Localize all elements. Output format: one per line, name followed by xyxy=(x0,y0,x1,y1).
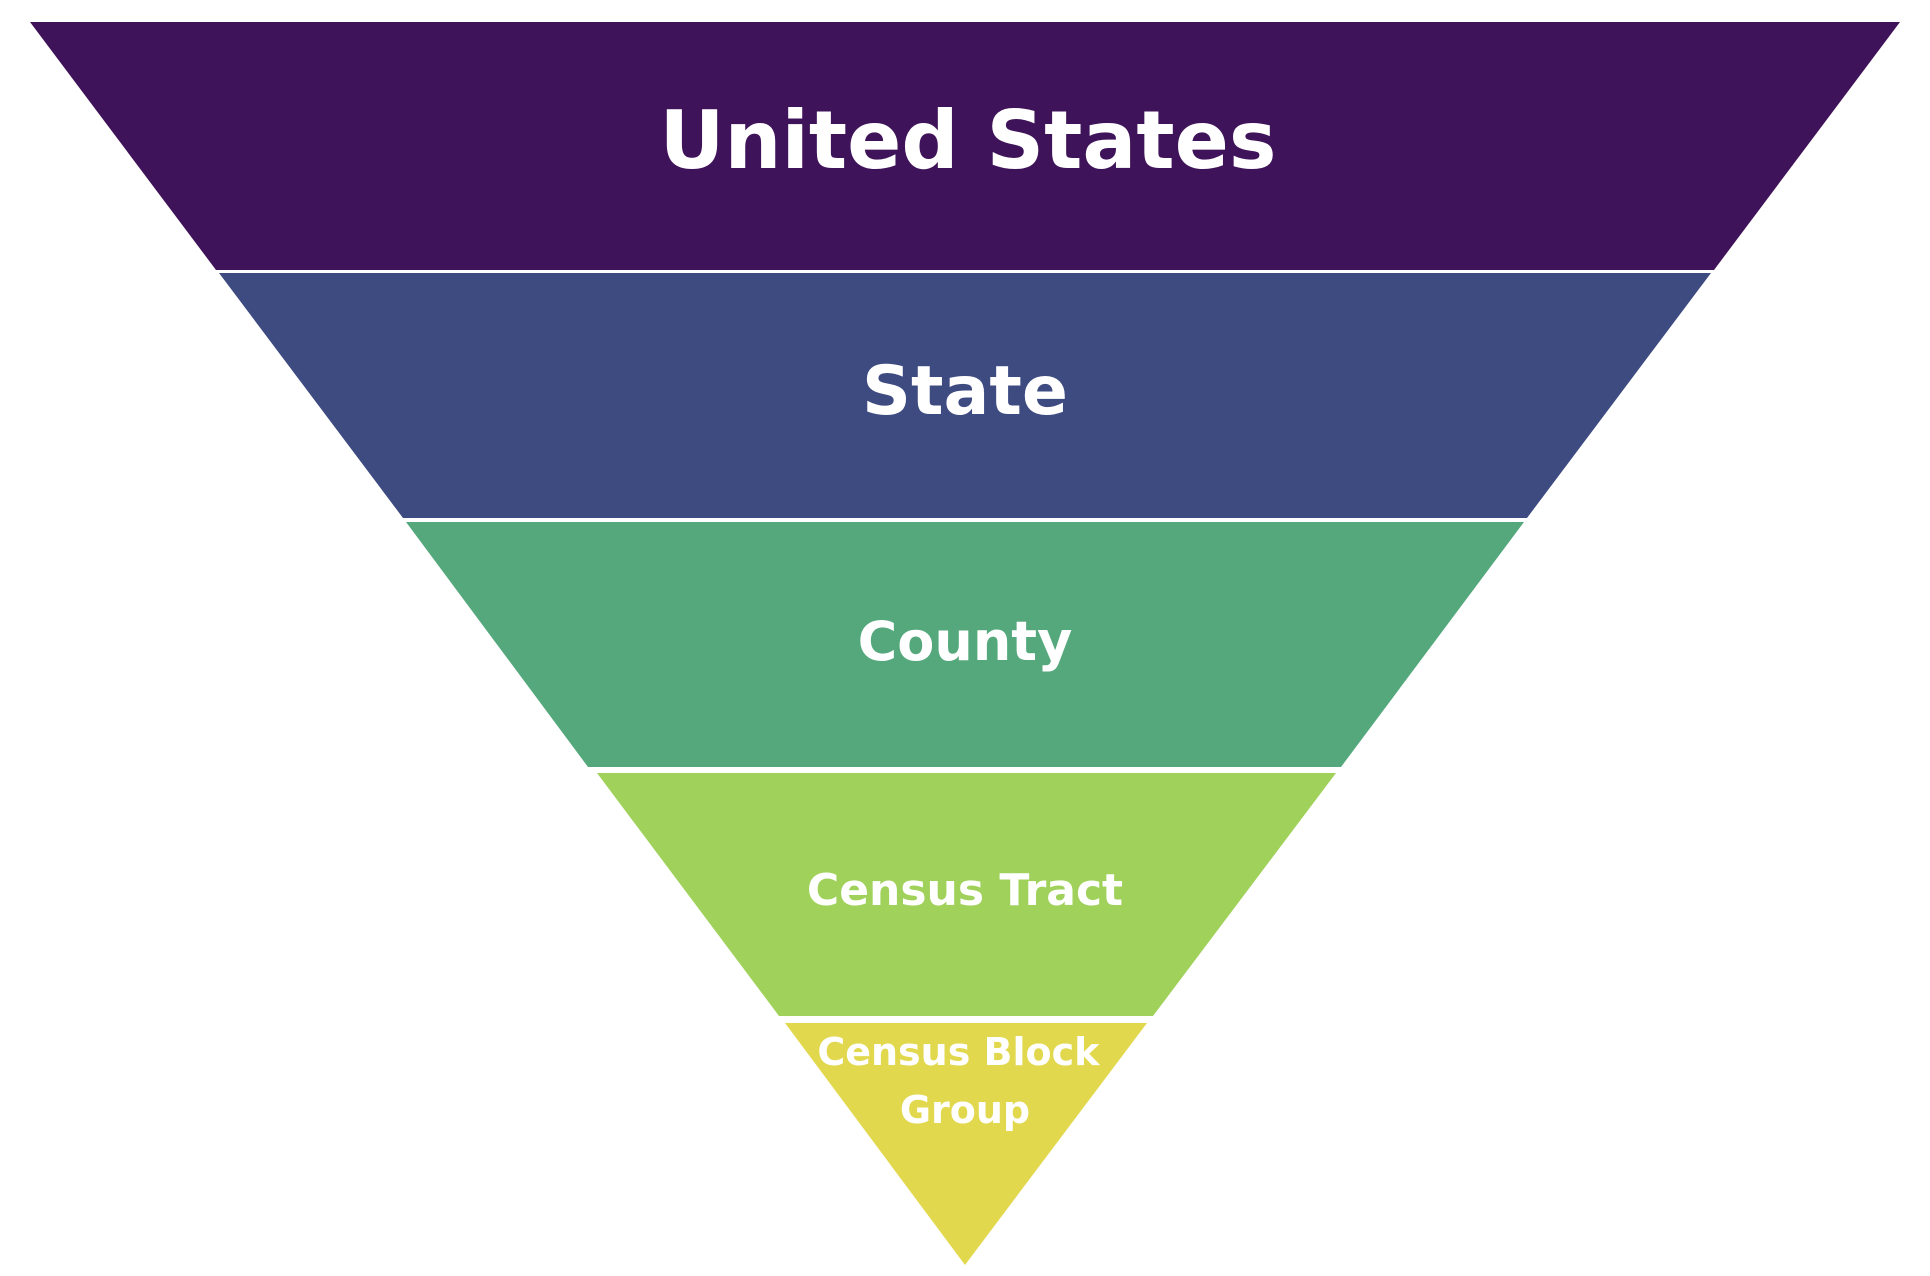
level-united-states-label: United States xyxy=(660,94,1277,187)
level-census-block-group-label-line2: Group xyxy=(900,1088,1030,1132)
level-county-band xyxy=(406,522,1524,767)
level-census-block-group-label-line1: Census Block xyxy=(817,1030,1100,1074)
level-state-band xyxy=(219,273,1711,518)
level-united-states-band xyxy=(30,22,1900,270)
level-census-block-group-label: Census Block Group xyxy=(817,1030,1112,1132)
level-census-tract-label: Census Tract xyxy=(807,865,1123,916)
level-census-tract-band xyxy=(597,773,1336,1016)
level-county-label: County xyxy=(858,610,1073,673)
level-state-label: State xyxy=(862,352,1068,431)
level-census-block-group-band xyxy=(785,1023,1147,1265)
